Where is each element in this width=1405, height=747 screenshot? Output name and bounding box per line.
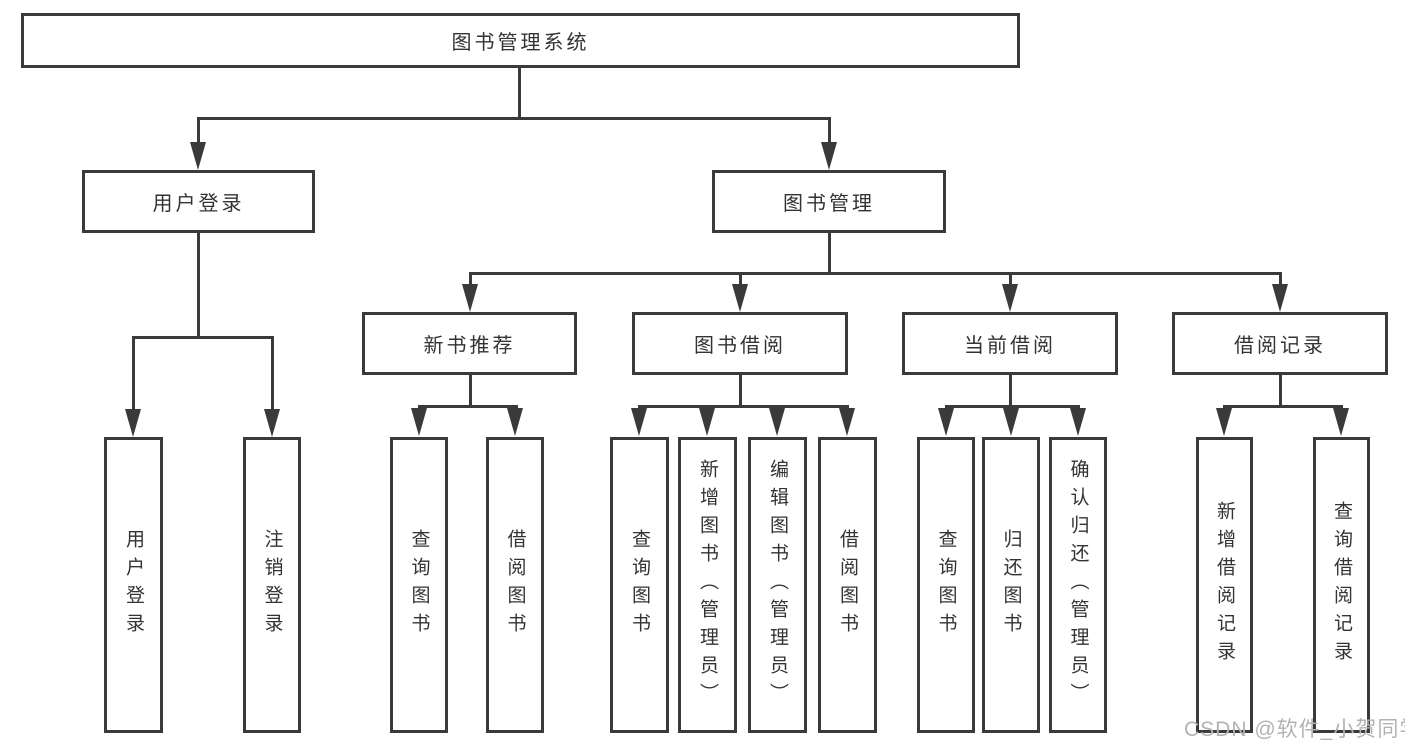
node-user-login: 用户登录	[82, 170, 315, 233]
connector-new-book-stub	[469, 272, 472, 286]
connector-leaf-logout-stub	[271, 336, 274, 410]
connector-borrow-records-drop	[1279, 375, 1282, 408]
node-current-borrow: 当前借阅	[902, 312, 1118, 375]
leaf-query-books-1: 查询图书	[390, 437, 448, 733]
leaf-label: 归还图书	[1000, 529, 1022, 641]
arrow-to-new-book-recommend	[462, 284, 478, 312]
node-label: 当前借阅	[964, 335, 1056, 357]
connector-current-borrow-drop	[1009, 375, 1012, 408]
connector-leaf-user-login-stub	[132, 336, 135, 410]
arrow-to-leaf-return-book	[1003, 408, 1019, 436]
arrow-to-leaf-add-record	[1216, 408, 1232, 436]
connector-user-login-rail	[132, 336, 274, 339]
node-label: 图书借阅	[694, 335, 786, 357]
connector-current-borrow-rail	[945, 405, 1080, 408]
leaf-label: 用户登录	[123, 529, 144, 641]
leaf-label: 查询图书	[935, 529, 957, 641]
node-library-management-system: 图书管理系统	[21, 13, 1020, 68]
leaf-label: 新增图书（管理员）	[697, 459, 718, 711]
leaf-label: 借阅图书	[837, 529, 858, 641]
arrow-to-book-borrow	[732, 284, 748, 312]
node-label: 借阅记录	[1234, 335, 1326, 357]
node-new-book-recommend: 新书推荐	[362, 312, 577, 375]
connector-new-book-drop	[469, 375, 472, 408]
node-book-borrow: 图书借阅	[632, 312, 848, 375]
leaf-borrow-books-2: 借阅图书	[818, 437, 877, 733]
leaf-logout: 注销登录	[243, 437, 301, 733]
connector-borrow-records-rail	[1223, 405, 1343, 408]
node-label: 图书管理系统	[451, 32, 590, 54]
leaf-label: 编辑图书（管理员）	[767, 459, 788, 711]
node-borrow-records: 借阅记录	[1172, 312, 1388, 375]
leaf-confirm-return-admin: 确认归还（管理员）	[1049, 437, 1107, 733]
connector-book-borrow-rail	[638, 405, 849, 408]
leaf-borrow-books-1: 借阅图书	[486, 437, 544, 733]
node-label: 图书管理	[783, 193, 875, 215]
arrow-to-book-management	[821, 142, 837, 170]
node-label: 用户登录	[152, 193, 245, 215]
connector-book-mgmt-drop	[828, 233, 831, 274]
arrow-to-leaf-query-books-2	[631, 408, 647, 436]
leaf-query-books-2: 查询图书	[610, 437, 669, 733]
connector-book-borrow-stub	[739, 272, 742, 286]
connector-user-login-stub	[197, 117, 200, 144]
leaf-query-borrow-record: 查询借阅记录	[1313, 437, 1370, 733]
leaf-label: 查询图书	[408, 529, 430, 641]
leaf-edit-book-admin: 编辑图书（管理员）	[748, 437, 807, 733]
leaf-return-book: 归还图书	[982, 437, 1040, 733]
leaf-add-book-admin: 新增图书（管理员）	[678, 437, 737, 733]
leaf-add-borrow-record: 新增借阅记录	[1196, 437, 1253, 733]
arrow-to-leaf-query-books-1	[411, 408, 427, 436]
arrow-to-leaf-confirm-return	[1070, 408, 1086, 436]
arrow-to-leaf-add-book	[699, 408, 715, 436]
leaf-label: 注销登录	[261, 529, 283, 641]
arrow-to-borrow-records	[1272, 284, 1288, 312]
leaf-query-books-3: 查询图书	[917, 437, 975, 733]
connector-borrow-records-stub	[1279, 272, 1282, 286]
arrow-to-user-login	[190, 142, 206, 170]
arrow-to-leaf-query-books-3	[938, 408, 954, 436]
arrow-to-leaf-borrow-books-2	[839, 408, 855, 436]
leaf-user-login: 用户登录	[104, 437, 163, 733]
arrow-to-leaf-borrow-books-1	[507, 408, 523, 436]
node-label: 新书推荐	[423, 335, 516, 357]
connector-root-drop	[518, 68, 521, 118]
connector-level3-rail	[469, 272, 1282, 275]
arrow-to-leaf-logout	[264, 409, 280, 437]
leaf-label: 借阅图书	[504, 529, 526, 641]
arrow-to-current-borrow	[1002, 284, 1018, 312]
csdn-watermark: CSDN @软件_小贺同学	[1184, 718, 1405, 741]
leaf-label: 查询借阅记录	[1331, 501, 1352, 669]
connector-book-mgmt-stub	[828, 117, 831, 144]
node-book-management: 图书管理	[712, 170, 946, 233]
connector-book-borrow-drop	[739, 375, 742, 408]
arrow-to-leaf-query-record	[1333, 408, 1349, 436]
connector-current-borrow-stub	[1009, 272, 1012, 286]
leaf-label: 确认归还（管理员）	[1067, 459, 1089, 711]
connector-level2-rail	[197, 117, 831, 120]
leaf-label: 新增借阅记录	[1214, 501, 1235, 669]
connector-user-login-drop	[197, 233, 200, 339]
connector-new-book-rail	[418, 405, 518, 408]
arrow-to-leaf-edit-book	[769, 408, 785, 436]
leaf-label: 查询图书	[629, 529, 650, 641]
arrow-to-leaf-user-login	[125, 409, 141, 437]
